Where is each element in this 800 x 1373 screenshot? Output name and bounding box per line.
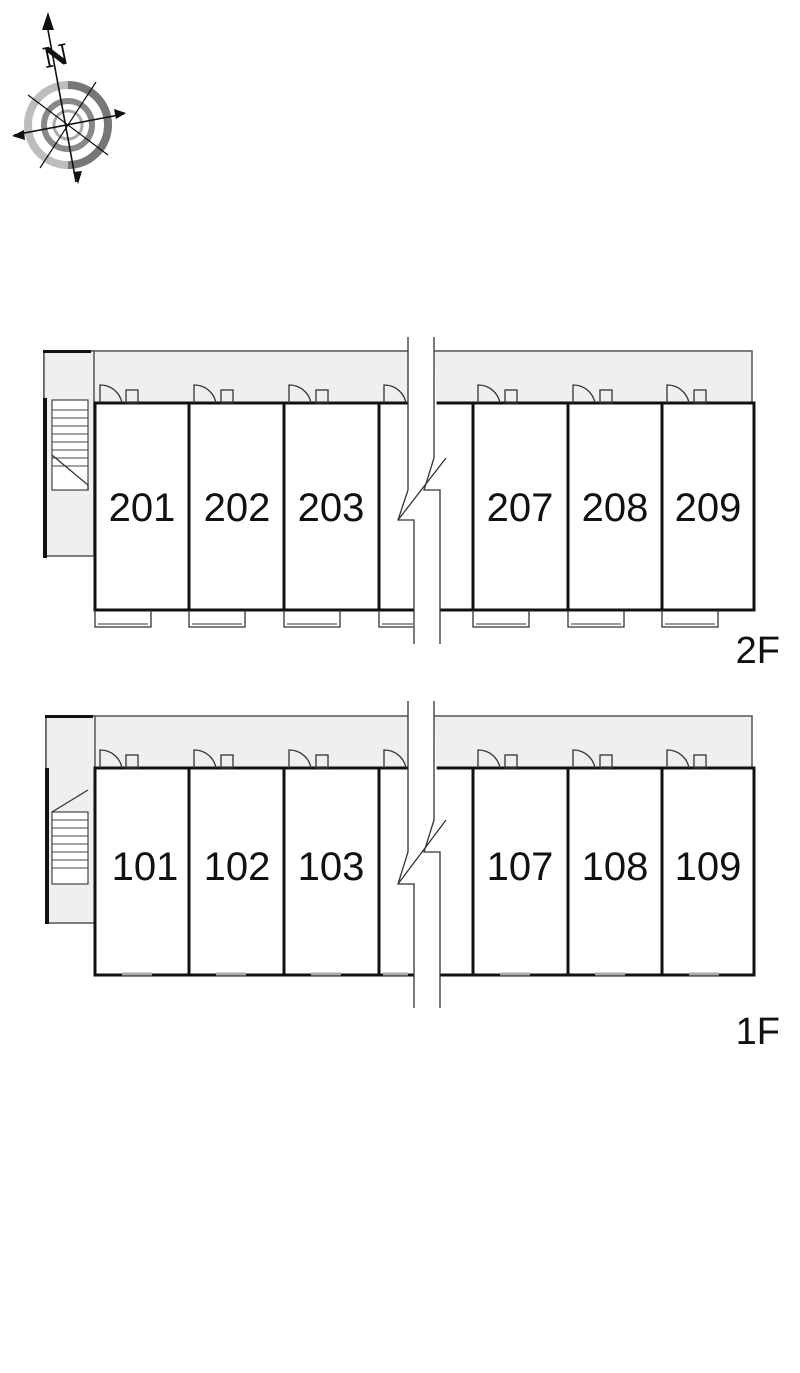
balcony bbox=[378, 610, 413, 628]
door-icon bbox=[383, 749, 407, 769]
exterior-wall bbox=[43, 398, 47, 558]
floor-label: 2F bbox=[736, 630, 780, 672]
unit-label: 201 bbox=[109, 486, 176, 530]
unit-label: 209 bbox=[675, 486, 742, 530]
door-icon bbox=[666, 384, 707, 404]
unit-room bbox=[566, 766, 664, 977]
door-icon bbox=[477, 384, 518, 404]
unit-room bbox=[660, 401, 756, 612]
unit-label: 108 bbox=[582, 845, 649, 889]
unit-room bbox=[282, 766, 381, 977]
staircase bbox=[51, 789, 89, 885]
floor-label: 1F bbox=[736, 1011, 780, 1053]
unit-label: 208 bbox=[582, 486, 649, 530]
corridor bbox=[45, 715, 753, 769]
staircase bbox=[51, 399, 89, 491]
unit-label: 107 bbox=[487, 845, 554, 889]
break-line bbox=[397, 337, 447, 644]
door-icon bbox=[99, 749, 139, 769]
balcony bbox=[188, 610, 246, 628]
exterior-wall bbox=[45, 715, 93, 718]
balcony bbox=[567, 610, 625, 628]
unit-label: 101 bbox=[112, 845, 179, 889]
door-icon bbox=[383, 384, 407, 404]
floor-plan-1f: 101 102 103 107 108 109 1F bbox=[45, 701, 780, 1053]
door-icon bbox=[572, 384, 613, 404]
exterior-wall bbox=[45, 768, 49, 924]
door-icon bbox=[193, 749, 234, 769]
unit-label: 109 bbox=[675, 845, 742, 889]
unit-room bbox=[471, 766, 570, 977]
balcony bbox=[472, 610, 530, 628]
floor-plan-2f: 201 202 203 207 208 209 2F bbox=[43, 337, 780, 672]
unit-label: 103 bbox=[298, 845, 365, 889]
unit-room bbox=[187, 401, 286, 612]
door-icon bbox=[288, 749, 329, 769]
door-icon bbox=[193, 384, 234, 404]
unit-room bbox=[566, 401, 664, 612]
unit-room bbox=[93, 766, 191, 977]
unit-label: 102 bbox=[204, 845, 271, 889]
door-icon bbox=[477, 749, 518, 769]
compass-rose-icon: N bbox=[12, 12, 126, 184]
break-line bbox=[397, 701, 447, 1008]
balcony bbox=[94, 610, 152, 628]
unit-room bbox=[471, 401, 570, 612]
door-icon bbox=[288, 384, 329, 404]
door-icon bbox=[99, 384, 139, 404]
exterior-wall bbox=[43, 350, 91, 353]
unit-label: 203 bbox=[298, 486, 365, 530]
unit-label: 202 bbox=[204, 486, 271, 530]
balcony bbox=[283, 610, 341, 628]
door-icon bbox=[666, 749, 707, 769]
door-icon bbox=[572, 749, 613, 769]
unit-label: 207 bbox=[487, 486, 554, 530]
compass-north-label: N bbox=[40, 38, 72, 76]
corridor bbox=[43, 350, 753, 404]
unit-room bbox=[187, 766, 286, 977]
balcony bbox=[661, 610, 719, 628]
unit-room bbox=[282, 401, 381, 612]
